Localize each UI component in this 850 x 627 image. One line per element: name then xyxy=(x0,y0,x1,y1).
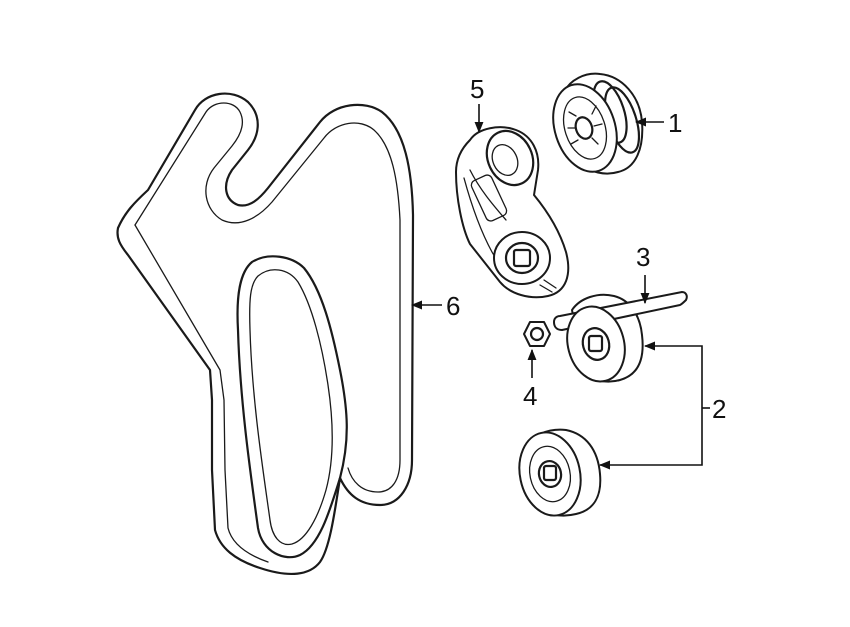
callout-labels: 1 2 3 4 5 6 xyxy=(446,74,726,424)
serpentine-belt xyxy=(116,92,415,575)
idler-pulley xyxy=(552,72,644,175)
belt-tensioner xyxy=(455,126,570,299)
idler-pulley-upper xyxy=(553,291,688,383)
callout-4: 4 xyxy=(523,381,537,411)
callout-3: 3 xyxy=(636,242,650,272)
nut xyxy=(523,321,551,347)
callout-6: 6 xyxy=(446,291,460,321)
callout-2: 2 xyxy=(712,394,726,424)
leader-lines xyxy=(410,104,710,470)
callout-1: 1 xyxy=(668,108,682,138)
leader-2-lower xyxy=(598,408,703,470)
idler-pulley-lower xyxy=(518,428,602,517)
leader-2-upper xyxy=(643,341,703,408)
callout-5: 5 xyxy=(470,74,484,104)
